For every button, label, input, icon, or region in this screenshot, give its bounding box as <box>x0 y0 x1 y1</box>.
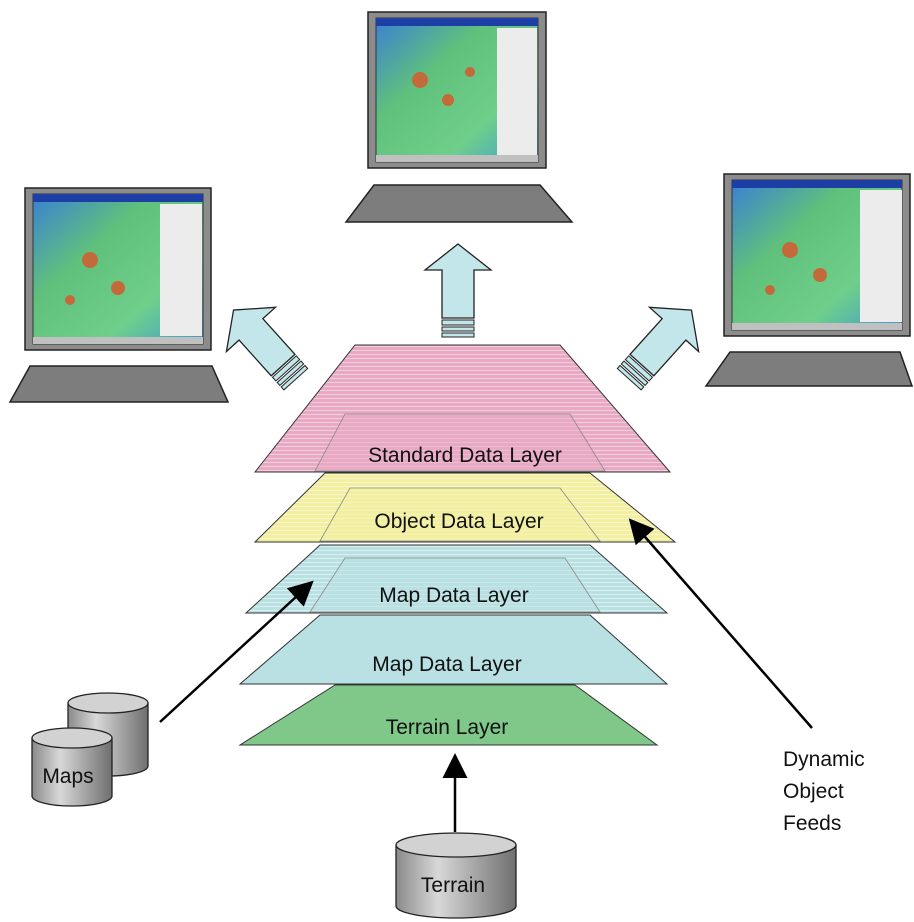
feeds-label-line3: Feeds <box>783 812 841 835</box>
terrain-layer-label: Terrain Layer <box>386 716 509 739</box>
standard-data-layer: Standard Data Layer <box>253 344 672 473</box>
arrow-up-center <box>423 243 493 338</box>
arrow-up-right <box>616 306 700 391</box>
feeds-to-object-layer-arrow <box>628 518 813 729</box>
monitor-left-base <box>8 365 230 403</box>
monitor-top <box>344 11 574 223</box>
map-data-layer-upper: Map Data Layer <box>244 544 669 614</box>
terrain-database: Terrain <box>395 832 517 919</box>
monitor-right-base <box>704 351 914 387</box>
dynamic-object-feeds-label: Dynamic Object Feeds <box>783 748 865 835</box>
object-data-layer-label: Object Data Layer <box>374 510 543 533</box>
map-data-layer-lower-label: Map Data Layer <box>372 653 521 676</box>
maps-database-label: Maps <box>42 765 93 788</box>
monitor-left <box>8 187 230 403</box>
monitor-right <box>704 173 914 387</box>
monitor-top-base <box>344 184 574 223</box>
map-data-layer-upper-label: Map Data Layer <box>379 584 528 607</box>
terrain-database-label: Terrain <box>421 874 485 897</box>
terrain-layer: Terrain Layer <box>238 684 659 746</box>
feeds-label-line2: Object <box>783 780 844 803</box>
standard-data-layer-label: Standard Data Layer <box>368 444 562 467</box>
map-data-layer-lower: Map Data Layer <box>238 614 669 685</box>
arrow-up-left <box>225 306 309 391</box>
object-data-layer: Object Data Layer <box>253 472 677 543</box>
maps-to-map-layer-arrow <box>159 580 314 723</box>
feeds-label-line1: Dynamic <box>783 748 865 771</box>
maps-database-front: Maps <box>31 727 113 807</box>
